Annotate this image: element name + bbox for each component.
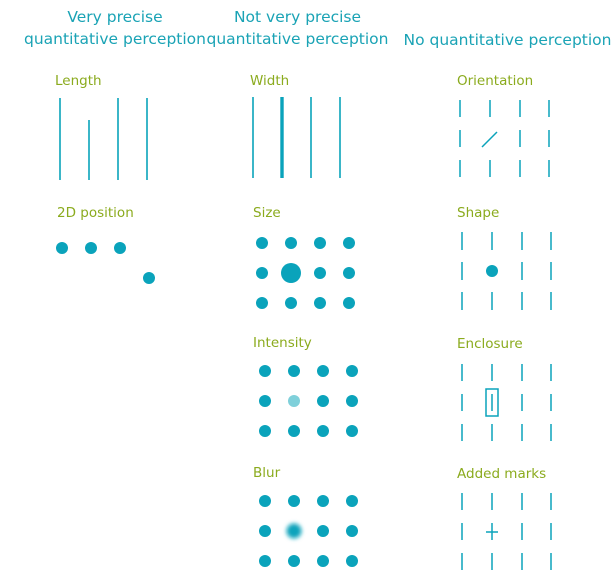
label-added-marks: Added marks xyxy=(457,466,547,482)
heading-very-precise: Very precise quantitative perception xyxy=(24,8,206,48)
heading-not-very-precise: Not very precise quantitative perception xyxy=(206,8,389,48)
position-dots xyxy=(56,242,155,284)
label-intensity: Intensity xyxy=(253,335,312,351)
label-width: Width xyxy=(250,73,290,89)
label-length: Length xyxy=(55,73,102,89)
width-lines xyxy=(252,97,341,178)
orientation-marks xyxy=(459,100,550,177)
heading-no-quantitative: No quantitative perception xyxy=(403,31,612,49)
label-enclosure: Enclosure xyxy=(457,336,523,352)
label-orientation: Orientation xyxy=(457,73,534,89)
label-2d-position: 2D position xyxy=(57,205,134,221)
label-size: Size xyxy=(253,205,281,221)
label-blur: Blur xyxy=(253,465,281,481)
enclosure-marks xyxy=(461,364,552,441)
length-lines xyxy=(59,98,148,180)
size-dots xyxy=(256,237,355,309)
label-shape: Shape xyxy=(457,205,500,221)
added-marks xyxy=(461,493,552,570)
intensity-dots xyxy=(259,365,358,437)
blur-dots xyxy=(259,495,358,567)
shape-marks xyxy=(461,232,552,310)
